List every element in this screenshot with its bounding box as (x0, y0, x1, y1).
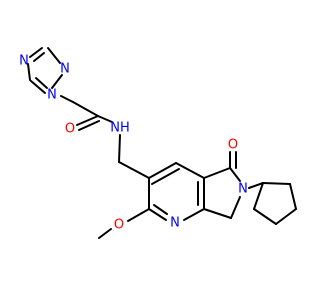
atom-triazole-n2: N (60, 62, 70, 77)
atom-methoxy-o: O (114, 218, 124, 233)
atom-triazole-n1: N (47, 88, 57, 103)
atom-lactam-o: O (228, 138, 238, 153)
bond-py-c3-c4-double (151, 168, 180, 185)
bond-n1-ch2 (60, 95, 74, 103)
bond-lactam-n-ch2 (230, 196, 241, 219)
bond-ch2-co (72, 101, 99, 117)
bond-c2-ome (127, 208, 150, 222)
bond-tz-c5-n1 (30, 80, 46, 94)
molecule-structure: N N N O NH O N N O (19, 47, 297, 239)
atom-lactam-n: N (238, 182, 248, 197)
bond-tz-n4-c5 (27, 63, 31, 81)
atom-amide-nh: NH (110, 121, 130, 136)
bond-ch2-c7a (203, 208, 232, 219)
bond-tz-n1-n2 (51, 74, 63, 89)
bond-py-n-c2-double (153, 204, 168, 215)
bonds (27, 47, 297, 239)
atom-triazole-n4: N (19, 54, 29, 69)
bond-co-o-double (78, 120, 100, 131)
bond-n-cp (248, 182, 264, 189)
bond-cp-5-1 (253, 182, 264, 210)
bond-cp-4-5 (253, 208, 277, 225)
bond-tz-c3-n4-double (33, 52, 45, 62)
bond-tz-n2-c3 (47, 47, 61, 64)
bond-py-c4-c4a (175, 162, 205, 179)
bond-co-lactam-n (229, 167, 241, 182)
bond-co-o (76, 115, 99, 126)
bond-co-nh (97, 115, 113, 123)
bond-tz-c5-n1-double (35, 77, 48, 89)
bond-ch2-ring (118, 161, 150, 179)
atom-labels: N N N O NH O N N O (19, 54, 248, 233)
bond-py-c7a-n (183, 208, 205, 221)
bond-c4a-co (203, 167, 231, 179)
atom-amide-o: O (65, 122, 75, 137)
bond-py-c3-c4 (148, 162, 177, 179)
bond-tz-c3-n4 (29, 47, 43, 58)
atom-pyridine-n: N (170, 216, 180, 231)
bond-nh-ch2 (118, 134, 121, 163)
bond-cp-3-4 (275, 208, 297, 225)
bond-py-n-c2 (148, 208, 167, 221)
bond-cp-2-3 (289, 183, 297, 210)
bond-ome-ch3 (98, 228, 112, 239)
bond-cp-1-2 (262, 182, 291, 185)
